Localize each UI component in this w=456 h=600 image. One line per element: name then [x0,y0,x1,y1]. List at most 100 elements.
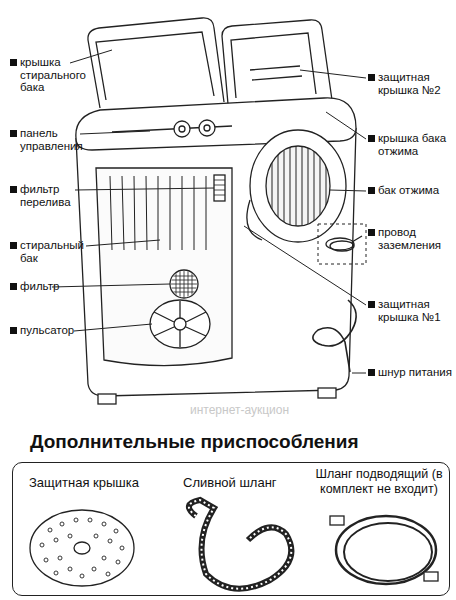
leader-line [352,373,366,374]
part-label: защитная крышка №1 [378,298,453,323]
ground-wire-box [318,224,366,264]
cover-hole [48,528,52,532]
label-bullet [368,187,375,194]
wash-lid-rim [96,32,214,100]
label-bullet [10,242,17,249]
accessory-label: Защитная крышка [29,475,169,490]
drain-hose-ribs [189,500,291,589]
overflow-filter [214,175,225,201]
label-bullet [10,283,17,290]
control-knob [199,120,215,136]
cover-hole [92,567,96,571]
cover-hole [80,574,84,578]
inlet-hose-coil [344,523,432,581]
cover-hole [106,572,110,576]
label-bullet [368,301,375,308]
spin-tub-slots [272,140,326,230]
accessory-label: Шланг подводящий (в комплект не входит) [311,467,447,497]
cover-hole [58,556,62,560]
leader-line [80,131,150,134]
cover-hole [108,539,112,543]
wash-tub-ribs [110,176,206,250]
part-label: бак отжима [378,184,453,197]
leader-line [52,284,170,287]
part-label: фильтр [20,280,95,293]
label-bullet [368,135,375,142]
leader-line [74,324,152,331]
part-label: пульсатор [20,324,95,337]
part-label: фильтр перелива [20,183,95,208]
leader-line [75,188,214,190]
label-bullet [368,74,375,81]
cover-hole [54,538,58,542]
part-label: крышка стирального бака [20,56,95,94]
protective-cover-disc [30,510,134,586]
cover-hole [102,522,106,526]
inlet-hose-coil [336,516,436,584]
lint-filter-mesh [170,270,198,298]
ground-wire-end [352,236,362,242]
cover-hole [116,560,120,564]
drain-hose [189,500,291,589]
part-label: шнур питания [378,366,453,379]
lint-filter [170,270,198,298]
cover-hole [114,529,118,533]
part-label: провод заземления [378,226,453,251]
leader-line [86,240,160,246]
part-label: панель управления [20,127,95,152]
label-bullet [368,369,375,376]
wash-tub [96,168,232,366]
cover-hole [68,534,72,538]
leader-line [326,112,366,139]
pulsator-vanes [154,301,206,347]
part-label: стиральный бак [20,239,95,264]
leader-line [330,190,366,191]
spin-lid-rim [231,33,316,98]
section-heading: Дополнительные приспособления [30,431,359,453]
control-knob [179,126,185,132]
protective-cover-hub [74,542,90,554]
spin-tub-slot [272,140,326,230]
part-label: защитная крышка №2 [378,71,453,96]
label-bullet [10,327,17,334]
wash-lid [88,18,224,108]
cover-hole [54,571,58,575]
cover-hole [94,534,98,538]
watermark: интернет-аукцион [190,404,330,417]
protective-cover-1 [247,200,262,240]
ground-wire-coil [326,238,354,250]
label-bullet [10,59,17,66]
pulsator-hub [174,318,186,330]
label-bullet [10,130,17,137]
control-knob [174,121,190,137]
ground-wire-coil [330,241,354,251]
overflow-filter-grid [214,180,225,195]
part-label: крышка бака отжима [378,132,453,157]
pulsator [150,300,210,348]
cover-hole [44,558,48,562]
accessories-box: Защитная крышка Сливной шланг Шланг подвод… [12,462,450,596]
power-cord [313,300,356,372]
cover-hole [40,543,44,547]
leader-line [70,50,112,63]
control-knob [204,125,210,131]
accessory-label: Сливной шланг [183,475,303,490]
machine-body [76,128,356,396]
label-bullet [368,229,375,236]
protective-cover-2 [250,66,302,80]
leader-line [244,226,366,305]
inlet-hose-fitting [424,572,438,581]
cover-hole [60,522,64,526]
cover-hole [68,567,72,571]
cover-hole [74,518,78,522]
machine-foot [98,394,116,404]
machine-foot [318,388,336,398]
spin-lid [222,20,332,104]
cover-hole [120,546,124,550]
cover-hole [102,556,106,560]
label-bullet [10,186,17,193]
leader-line [300,70,366,78]
inlet-hose-fitting [330,516,344,525]
spin-tub-rim [250,130,346,242]
cover-hole [88,518,92,522]
